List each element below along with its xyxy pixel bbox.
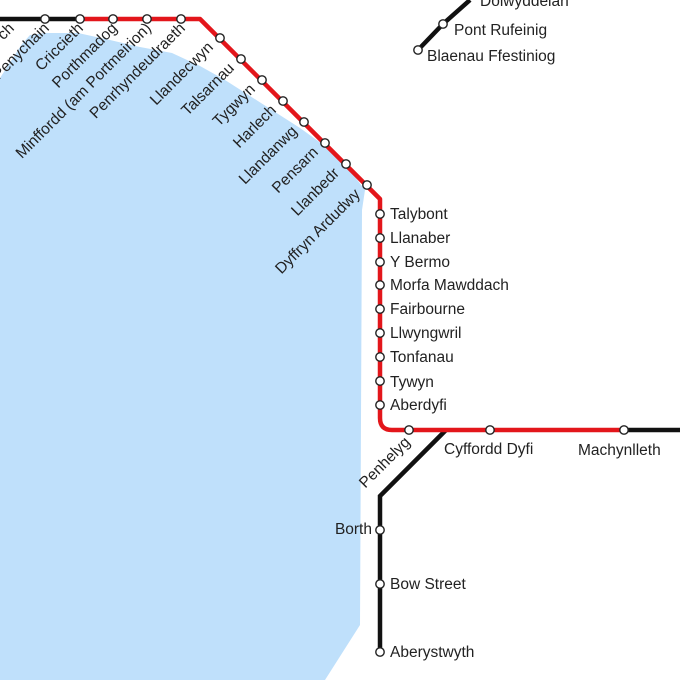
station-label-y-bermo[interactable]: Y Bermo xyxy=(390,254,450,271)
station-marker-y-bermo[interactable] xyxy=(375,257,385,267)
station-marker-llandecwyn[interactable] xyxy=(215,33,225,43)
station-label-cyffordd-dyfi[interactable]: Cyffordd Dyfi xyxy=(444,441,533,458)
station-label-fairbourne[interactable]: Fairbourne xyxy=(390,301,465,318)
station-label-aberdyfi[interactable]: Aberdyfi xyxy=(390,397,447,414)
station-label-llanaber[interactable]: Llanaber xyxy=(390,230,450,247)
station-marker-llandanwg[interactable] xyxy=(299,117,309,127)
station-marker-harlech[interactable] xyxy=(278,96,288,106)
station-marker-llanaber[interactable] xyxy=(375,233,385,243)
station-marker-pensarn[interactable] xyxy=(320,138,330,148)
station-marker-penychain[interactable] xyxy=(40,14,50,24)
station-marker-aberystwyth[interactable] xyxy=(375,647,385,657)
station-label-borth[interactable]: Borth xyxy=(335,521,372,538)
station-label-penhelyg[interactable]: Penhelyg xyxy=(356,434,414,492)
station-marker-pont-rufeinig[interactable] xyxy=(438,19,448,29)
station-marker-fairbourne[interactable] xyxy=(375,304,385,314)
station-label-tywyn[interactable]: Tywyn xyxy=(390,374,434,391)
station-marker-talsarnau[interactable] xyxy=(236,54,246,64)
station-marker-tygwyn[interactable] xyxy=(257,75,267,85)
station-marker-penrhyndeudraeth[interactable] xyxy=(176,14,186,24)
station-marker-morfa-mawddach[interactable] xyxy=(375,280,385,290)
station-marker-talybont[interactable] xyxy=(375,209,385,219)
station-markers xyxy=(40,14,629,657)
station-marker-machynlleth[interactable] xyxy=(619,425,629,435)
station-label-tonfanau[interactable]: Tonfanau xyxy=(390,349,454,366)
station-label-machynlleth[interactable]: Machynlleth xyxy=(578,442,661,459)
station-marker-porthmadog[interactable] xyxy=(108,14,118,24)
station-marker-llanbedr[interactable] xyxy=(341,159,351,169)
station-marker-cyffordd-dyfi[interactable] xyxy=(485,425,495,435)
station-marker-tywyn[interactable] xyxy=(375,376,385,386)
station-label-pont-rufeinig[interactable]: Pont Rufeinig xyxy=(454,22,547,39)
station-marker-borth[interactable] xyxy=(375,525,385,535)
station-label-bow-street[interactable]: Bow Street xyxy=(390,576,467,593)
station-marker-criccieth[interactable] xyxy=(75,14,85,24)
station-marker-llwyngwril[interactable] xyxy=(375,328,385,338)
station-marker-tonfanau[interactable] xyxy=(375,352,385,362)
station-label-blaenau-ffestiniog[interactable]: Blaenau Ffestiniog xyxy=(427,48,555,65)
station-marker-dyffryn-ardudwy[interactable] xyxy=(362,180,372,190)
sea-area xyxy=(0,33,365,680)
station-marker-aberdyfi[interactable] xyxy=(375,400,385,410)
station-label-pwllheli-partial[interactable]: ch xyxy=(0,20,18,44)
cambrian-coast-line xyxy=(80,16,624,433)
aberystwyth-line xyxy=(377,428,448,652)
station-marker-minffordd[interactable] xyxy=(142,14,152,24)
station-label-llwyngwril[interactable]: Llwyngwril xyxy=(390,325,462,342)
station-marker-penhelyg[interactable] xyxy=(404,425,414,435)
station-label-talybont[interactable]: Talybont xyxy=(390,206,448,223)
station-label-dolwyddelan[interactable]: Dolwyddelan xyxy=(480,0,569,10)
station-label-morfa-mawddach[interactable]: Morfa Mawddach xyxy=(390,277,509,294)
station-marker-bow-street[interactable] xyxy=(375,579,385,589)
station-label-aberystwyth[interactable]: Aberystwyth xyxy=(390,644,474,661)
station-marker-blaenau-ffestiniog[interactable] xyxy=(413,45,423,55)
